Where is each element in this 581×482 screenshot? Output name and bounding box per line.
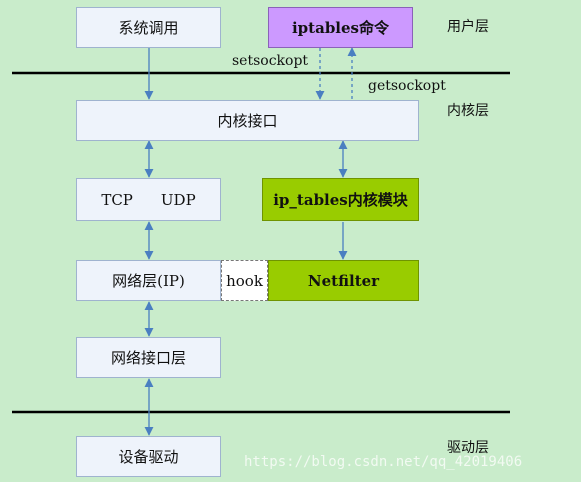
user-layer-label: 用户层 [447, 19, 489, 35]
tcp-udp-box: TCP UDP [76, 178, 221, 221]
kernel-layer-label: 内核层 [447, 103, 489, 119]
netfilter-box: Netfilter [268, 260, 419, 301]
getsockopt-label: getsockopt [368, 78, 446, 94]
ip-tables-module-box: ip_tables内核模块 [262, 178, 419, 221]
watermark-text: https://blog.csdn.net/qq_42019406 [244, 454, 523, 470]
iptables-command-box: iptables命令 [268, 7, 413, 48]
hook-box: hook [221, 260, 268, 301]
device-driver-box: 设备驱动 [76, 436, 221, 477]
network-interface-layer-box: 网络接口层 [76, 337, 221, 378]
udp-label: UDP [160, 190, 196, 209]
network-layer-box: 网络层(IP) [76, 260, 221, 301]
kernel-interface-box: 内核接口 [76, 100, 419, 141]
setsockopt-label: setsockopt [232, 53, 309, 69]
tcp-label: TCP [101, 190, 133, 209]
driver-layer-label: 驱动层 [447, 440, 489, 456]
syscall-box: 系统调用 [76, 7, 221, 48]
